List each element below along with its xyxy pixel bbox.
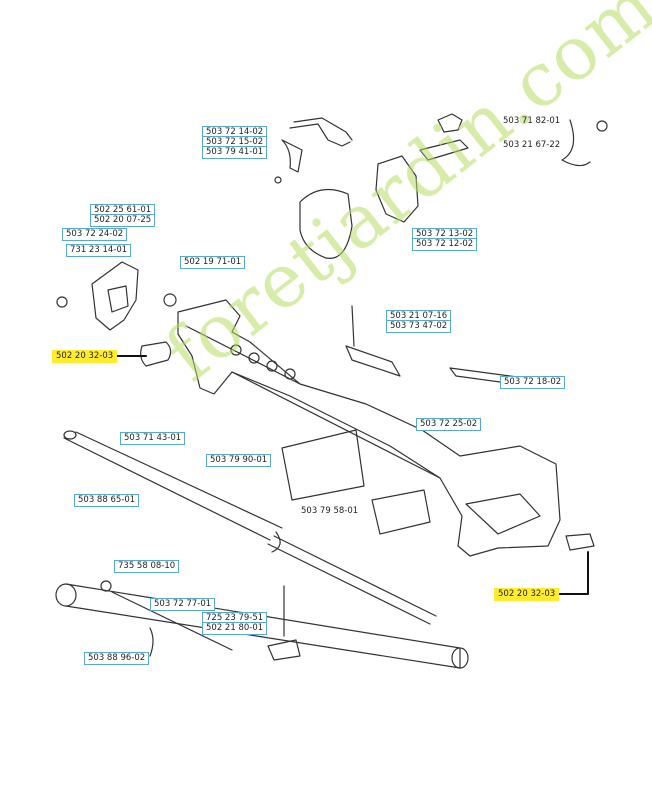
part-label: 503 21 67-22 (503, 140, 561, 150)
part-label: 503 72 25-02 (416, 418, 482, 431)
lever-parts (274, 117, 353, 184)
part-label: 502 20 07-25 (90, 214, 156, 227)
part-label: 735 58 08-10 (114, 560, 180, 573)
part-label: 503 79 90-01 (206, 454, 272, 467)
part-label: 503 72 13-02 (412, 228, 478, 241)
part-label: 503 79 41-01 (202, 146, 268, 159)
part-label: 503 72 24-02 (62, 228, 128, 241)
part-label: 503 88 96-02 (84, 652, 150, 665)
part-label: 503 72 77-01 (150, 598, 216, 611)
part-label: 503 71 43-01 (120, 432, 186, 445)
part-label: 503 71 82-01 (503, 116, 561, 126)
part-label: 503 72 18-02 (500, 376, 566, 389)
clamp (56, 261, 177, 367)
part-label: 731 23 14-01 (66, 244, 132, 257)
handle-housing (299, 139, 469, 259)
part-label: 502 19 71-01 (180, 256, 246, 269)
trigger-parts (437, 113, 608, 167)
part-label: 503 79 58-01 (301, 506, 359, 516)
part-label: 503 88 65-01 (74, 494, 140, 507)
part-label: 503 73 47-02 (386, 320, 452, 333)
part-label: 502 21 80-01 (202, 622, 268, 635)
leader-lines (113, 355, 589, 595)
part-label: 503 72 12-02 (412, 238, 478, 251)
decal (281, 429, 431, 535)
part-label-highlighted: 502 20 32-03 (494, 588, 560, 601)
part-label-highlighted: 502 20 32-03 (52, 350, 118, 363)
